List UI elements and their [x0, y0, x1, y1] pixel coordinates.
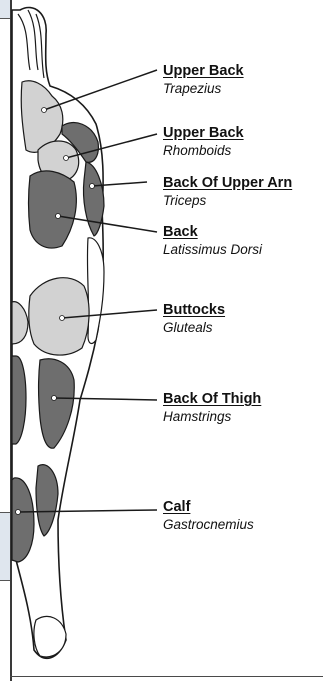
- label-gastrocnemius: Calf Gastrocnemius: [163, 498, 254, 534]
- label-muscle-name: Rhomboids: [163, 142, 244, 160]
- label-group-name: Calf: [163, 498, 254, 516]
- label-group-name: Back Of Upper Arn: [163, 174, 292, 192]
- anchor-dot: [56, 214, 61, 219]
- label-rhomboids: Upper Back Rhomboids: [163, 124, 244, 160]
- label-latissimus-dorsi: Back Latissimus Dorsi: [163, 223, 262, 259]
- label-muscle-name: Trapezius: [163, 80, 244, 98]
- label-muscle-name: Hamstrings: [163, 408, 261, 426]
- anchor-dot: [64, 156, 69, 161]
- label-trapezius: Upper Back Trapezius: [163, 62, 244, 98]
- label-group-name: Back: [163, 223, 262, 241]
- label-group-name: Back Of Thigh: [163, 390, 261, 408]
- label-group-name: Upper Back: [163, 62, 244, 80]
- label-muscle-name: Gastrocnemius: [163, 516, 254, 534]
- anchor-dot: [90, 184, 95, 189]
- anchor-dot: [60, 316, 65, 321]
- label-muscle-name: Triceps: [163, 192, 292, 210]
- label-muscle-name: Gluteals: [163, 319, 225, 337]
- forearm: [87, 238, 104, 344]
- anchor-dot: [52, 396, 57, 401]
- label-triceps: Back Of Upper Arn Triceps: [163, 174, 292, 210]
- label-muscle-name: Latissimus Dorsi: [163, 241, 262, 259]
- label-group-name: Upper Back: [163, 124, 244, 142]
- anchor-dot: [16, 510, 21, 515]
- label-group-name: Buttocks: [163, 301, 225, 319]
- anchor-dot: [42, 108, 47, 113]
- label-hamstrings: Back Of Thigh Hamstrings: [163, 390, 261, 426]
- label-gluteals: Buttocks Gluteals: [163, 301, 225, 337]
